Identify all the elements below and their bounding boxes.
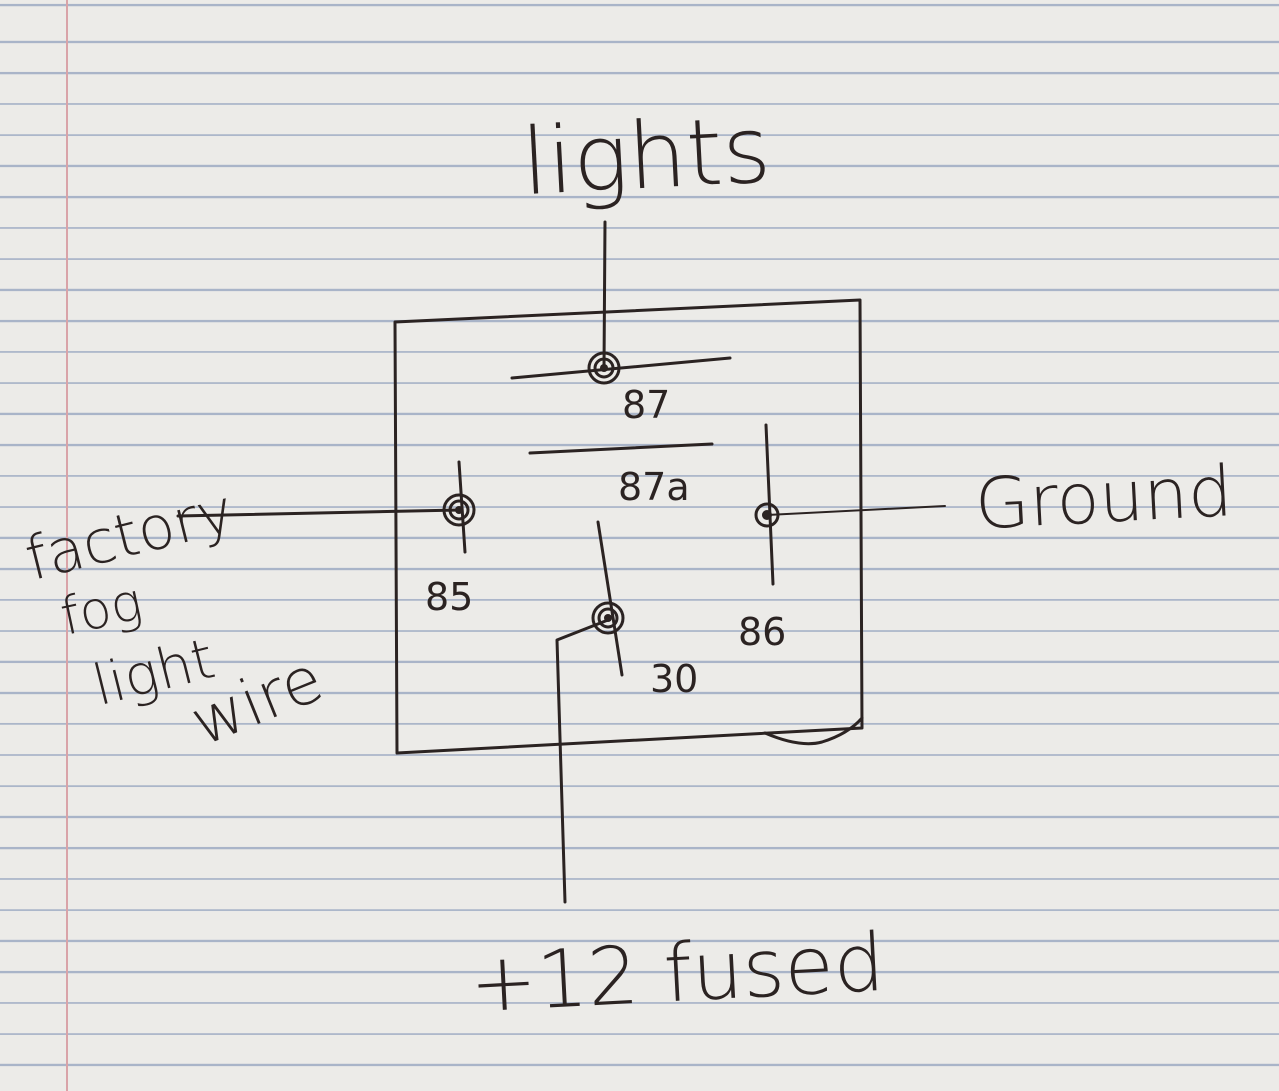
terminal-label-30: 30 bbox=[650, 657, 698, 701]
label-ground: Ground bbox=[973, 450, 1234, 545]
contact-tick-30 bbox=[596, 520, 624, 677]
coil-tick-85 bbox=[457, 460, 467, 554]
label-lights: lights bbox=[519, 96, 773, 216]
wire-lights bbox=[602, 220, 607, 370]
terminal-post-87 bbox=[587, 351, 621, 385]
terminal-label-85: 85 bbox=[425, 575, 473, 619]
label-plus12-fused: +12 fused bbox=[467, 916, 886, 1031]
contact-bar-87 bbox=[510, 356, 732, 380]
terminal-post-86 bbox=[754, 502, 780, 528]
corner-stroke bbox=[763, 716, 864, 746]
terminal-post-85 bbox=[442, 493, 476, 527]
terminal-label-86: 86 bbox=[738, 610, 786, 654]
relay-box bbox=[393, 298, 864, 755]
contact-bar-87a bbox=[528, 442, 714, 455]
margin-line bbox=[66, 0, 68, 1091]
terminal-label-87: 87 bbox=[622, 383, 670, 427]
wire-ground bbox=[766, 505, 946, 516]
terminal-post-30 bbox=[591, 601, 625, 635]
wire-factory-fog-light bbox=[176, 508, 462, 518]
terminal-label-87a: 87a bbox=[618, 465, 690, 509]
wire-plus12-fused bbox=[555, 618, 610, 904]
